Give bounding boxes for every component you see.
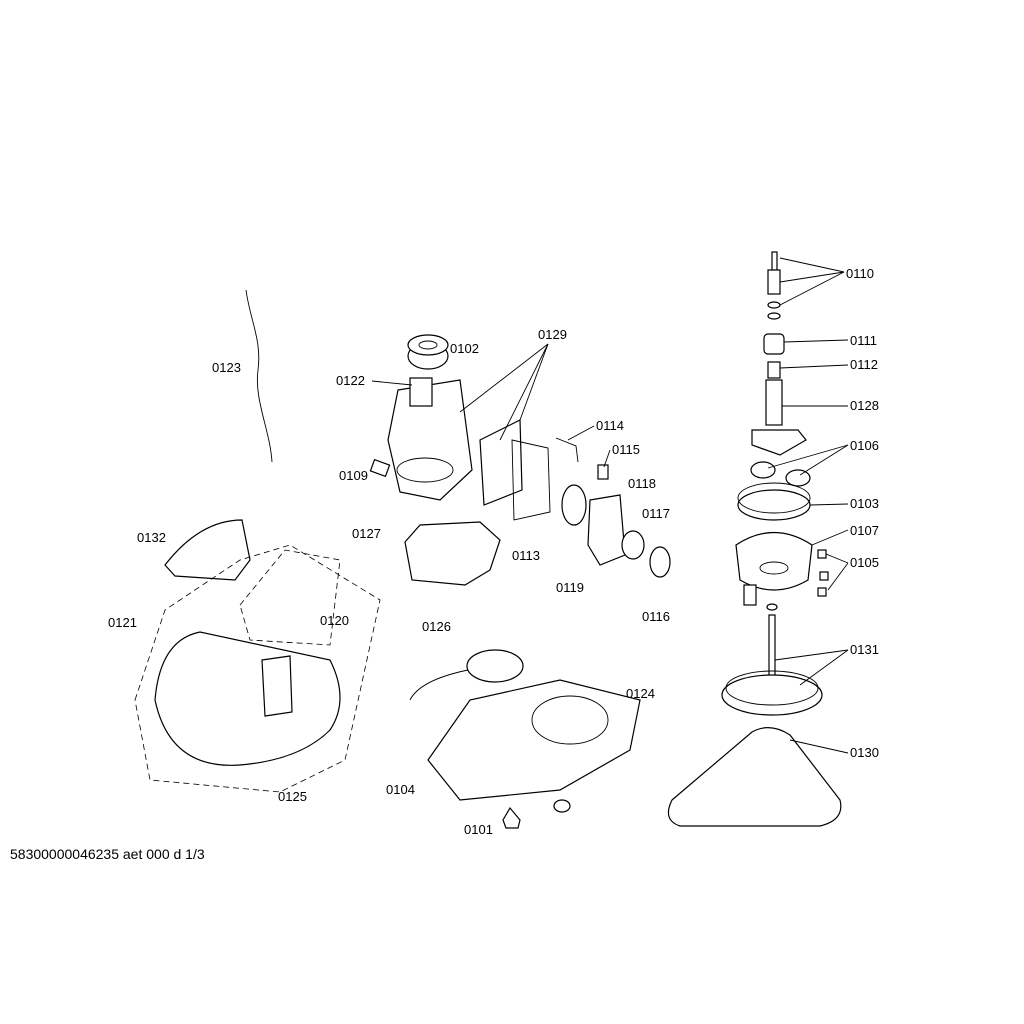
part-label-0109: 0109	[339, 468, 368, 483]
spindle-assembly	[721, 251, 829, 716]
spring-part	[555, 437, 579, 463]
bracket-part	[511, 439, 551, 521]
gasket-part	[621, 530, 645, 560]
part-label-0105: 0105	[850, 555, 879, 570]
part-label-0117: 0117	[642, 506, 670, 521]
cable-part	[245, 289, 273, 463]
part-label-0104: 0104	[386, 782, 415, 797]
part-label-0125: 0125	[278, 789, 307, 804]
lid-part	[164, 519, 251, 581]
seal-ring-part	[561, 484, 587, 526]
part-label-0113: 0113	[512, 548, 540, 563]
part-label-0102: 0102	[450, 341, 479, 356]
part-label-0124: 0124	[626, 686, 655, 701]
power-cord-part	[409, 669, 469, 701]
part-label-0126: 0126	[422, 619, 451, 634]
part-label-0121: 0121	[108, 615, 137, 630]
foot-part	[502, 806, 521, 829]
part-label-0127: 0127	[352, 526, 381, 541]
part-label-0123: 0123	[212, 360, 241, 375]
part-label-0130: 0130	[850, 745, 879, 760]
cap-part	[649, 546, 671, 578]
part-label-0101: 0101	[464, 822, 493, 837]
bearing-ring-part	[407, 334, 449, 370]
housing-column-part	[261, 655, 293, 717]
cord-storage-part	[466, 649, 524, 683]
part-label-0120: 0120	[320, 613, 349, 628]
housing-group-outline	[134, 544, 381, 793]
part-label-0132: 0132	[137, 530, 166, 545]
part-label-0129: 0129	[538, 327, 567, 342]
washer-part	[553, 799, 571, 813]
switch-group-outline	[239, 549, 341, 646]
part-labels: 0110 0111 0112 0128 0106 0103 0107 0105 0131 0130…	[108, 266, 879, 837]
part-label-0103: 0103	[850, 496, 879, 511]
document-code: 58300000046235 aet 000 d 1/3	[10, 846, 205, 862]
part-label-0116: 0116	[642, 609, 670, 624]
plate-part	[587, 494, 626, 566]
part-label-0112: 0112	[850, 357, 878, 372]
switch-part	[597, 464, 609, 480]
part-label-0128: 0128	[850, 398, 879, 413]
part-label-0115: 0115	[612, 442, 640, 457]
housing-part	[154, 631, 341, 766]
base-plate-part	[427, 679, 641, 801]
motor-cover-part	[404, 521, 501, 586]
part-label-0118: 0118	[628, 476, 656, 491]
part-label-0110: 0110	[846, 266, 874, 281]
part-label-0106: 0106	[850, 438, 879, 453]
part-label-0131: 0131	[850, 642, 879, 657]
part-label-0119: 0119	[556, 580, 584, 595]
motor-part	[387, 377, 473, 501]
part-label-0114: 0114	[596, 418, 624, 433]
part-label-0111: 0111	[850, 333, 877, 348]
brush-part	[369, 458, 391, 478]
part-label-0107: 0107	[850, 523, 879, 538]
drive-belt-part	[667, 727, 842, 827]
part-label-0122: 0122	[336, 373, 365, 388]
leader-lines	[371, 257, 849, 754]
circuit-board-part	[479, 419, 523, 506]
